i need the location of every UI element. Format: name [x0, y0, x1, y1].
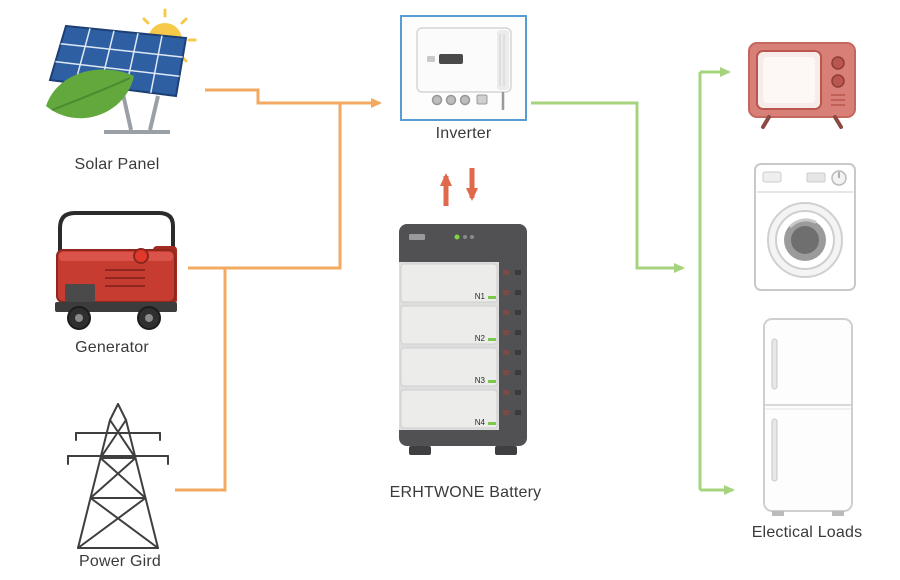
washing-machine-icon — [754, 163, 856, 291]
solar-panel-icon — [46, 8, 197, 134]
battery-module-label: N2 — [475, 334, 486, 343]
battery-cap — [409, 234, 474, 240]
battery-module-label: N4 — [475, 418, 486, 427]
power-grid-label: Power Gird — [78, 553, 162, 570]
battery-label: ERHTWONE Battery — [389, 484, 542, 501]
generator-frame — [58, 211, 175, 258]
battery-module-label: N1 — [475, 292, 486, 301]
solar-to-inverter-arrow — [205, 88, 382, 108]
leaf-icon — [46, 69, 134, 119]
panel-stand — [104, 93, 170, 134]
battery-icon: N1 N2 N3 N4 — [399, 224, 527, 455]
battery-modules: N1 N2 N3 N4 — [400, 263, 498, 429]
power-tower-icon — [67, 403, 169, 549]
washer-controls — [762, 170, 847, 186]
generator-icon — [55, 211, 177, 330]
battery-module-label: N3 — [475, 376, 486, 385]
inverter-ports — [431, 92, 504, 110]
electrical-loads-label: Electical Loads — [751, 524, 863, 541]
refrigerator-icon — [763, 318, 853, 516]
inverter-label: Inverter — [435, 125, 492, 142]
solar-panel-label: Solar Panel — [74, 156, 160, 173]
inverter-to-loads-arrow — [531, 101, 685, 273]
battery-side-rail — [503, 270, 521, 415]
generator-wheels — [67, 306, 161, 330]
inverter-box — [400, 15, 527, 121]
inverter-icon — [415, 27, 512, 110]
washer-door — [767, 202, 843, 278]
tv-knobs — [831, 56, 845, 106]
fridge-handles — [771, 338, 778, 482]
generator-label: Generator — [75, 339, 149, 356]
generator-to-inverter-line — [188, 103, 342, 270]
tv-icon — [748, 42, 856, 129]
tv-legs — [761, 115, 843, 129]
